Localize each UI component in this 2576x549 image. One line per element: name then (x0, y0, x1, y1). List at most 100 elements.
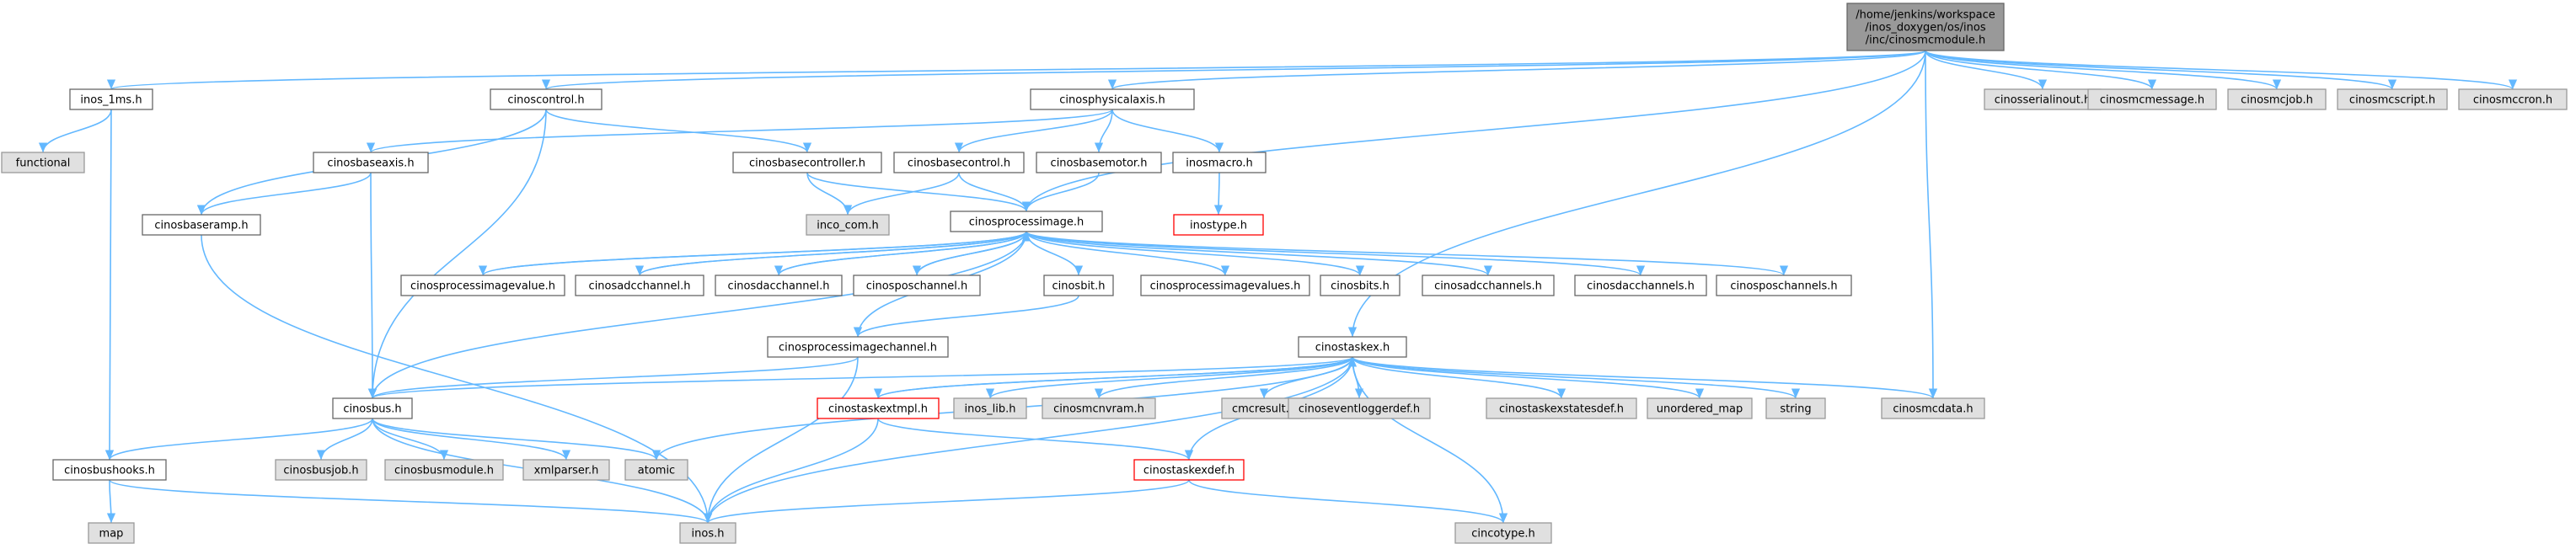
edge-cinosbushooks-to-map (106, 479, 116, 524)
node-cinosbasemotor[interactable]: cinosbasemotor.h (1036, 152, 1162, 173)
node-cinosposchannels[interactable]: cinosposchannels.h (1716, 274, 1852, 296)
node-cincotype[interactable]: cincotype.h (1454, 522, 1552, 544)
edge-cinosbasecontrol-to-cinosprocessimage (958, 172, 1031, 212)
edge-root-to-cinosmccron (1925, 50, 2517, 90)
node-box (1422, 274, 1555, 296)
node-string[interactable]: string (1765, 397, 1826, 419)
edge-inosmacro-to-inostype (1213, 172, 1224, 216)
node-cinosbit[interactable]: cinosbit.h (1043, 274, 1114, 296)
node-inostype[interactable]: inostype.h (1173, 214, 1264, 236)
node-label: cinosbaseaxis.h (327, 157, 414, 170)
node-label: inos_lib.h (965, 403, 1016, 416)
node-cinosbus[interactable]: cinosbus.h (332, 397, 413, 419)
node-cinosmcdata[interactable]: cinosmcdata.h (1881, 397, 1985, 419)
node-inosmacro[interactable]: inosmacro.h (1172, 152, 1267, 173)
node-cinostaskexstatesdef[interactable]: cinostaskexstatesdef.h (1486, 397, 1637, 419)
node-label: functional (16, 157, 71, 170)
node-cinostaskex[interactable]: cinostaskex.h (1298, 336, 1407, 358)
node-cinoscontrol[interactable]: cinoscontrol.h (490, 88, 602, 110)
node-cinosbasecontroller[interactable]: cinosbasecontroller.h (732, 152, 882, 173)
node-label: /inc/cinosmcmodule.h (1866, 35, 1985, 47)
node-box (2087, 88, 2217, 110)
node-box (1133, 459, 1245, 481)
node-inos-lib[interactable]: inos_lib.h (953, 397, 1027, 419)
node-functional[interactable]: functional (1, 152, 85, 173)
edge-cinoscontrol-to-cinosbasecontroller (545, 109, 811, 153)
edge-cinostaskextmpl-to-cinostaskexdef (877, 418, 1193, 461)
edge-cinostaskexdef-to-inos (704, 479, 1190, 524)
edge-cinosphysicalaxis-to-inosmacro (1111, 109, 1224, 153)
edge-cinosdacchannel-to-cinosprocessimage (778, 231, 1031, 276)
node-cinosbaseramp[interactable]: cinosbaseramp.h (142, 214, 261, 236)
node-label: cinosserialinout.h (1995, 94, 2091, 107)
node-box (522, 459, 610, 481)
node-box (142, 214, 261, 236)
node-box (817, 397, 940, 419)
edge-cinostaskextmpl-to-inos (703, 418, 879, 524)
node-cinosbushooks[interactable]: cinosbushooks.h (52, 459, 167, 481)
node-box (490, 88, 602, 110)
node-box (1030, 88, 1195, 110)
node-cinosbaseaxis[interactable]: cinosbaseaxis.h (313, 152, 429, 173)
node-box (2337, 88, 2448, 110)
node-inco-com[interactable]: inco_com.h (806, 214, 890, 236)
edge-cinostaskex-to-inos_lib (986, 356, 1353, 399)
node-cinosprocessimagevalues[interactable]: cinosprocessimagevalues.h (1140, 274, 1310, 296)
edge-cinostaskex-to-cincotype (1352, 356, 1508, 524)
node-cinosserialinout[interactable]: cinosserialinout.h (1984, 88, 2102, 110)
edge-root-to-cinosmcjob (1925, 50, 2281, 90)
node-label: cinosbasemotor.h (1051, 157, 1148, 170)
node-label: cinosadcchannels.h (1434, 280, 1542, 293)
node-cinosdacchannels[interactable]: cinosdacchannels.h (1574, 274, 1707, 296)
node-atomic[interactable]: atomic (624, 459, 688, 481)
node-label: inos.h (692, 528, 725, 541)
node-cinosbusjob[interactable]: cinosbusjob.h (275, 459, 367, 481)
node-label: map (99, 528, 124, 541)
edge-cinostaskexdef-to-cincotype (1188, 479, 1508, 524)
node-inos-1ms[interactable]: inos_1ms.h (69, 88, 153, 110)
node-label: inos_1ms.h (80, 94, 142, 107)
node-cinosadcchannels[interactable]: cinosadcchannels.h (1422, 274, 1555, 296)
node-cinosphysicalaxis[interactable]: cinosphysicalaxis.h (1030, 88, 1195, 110)
node-cinosmcjob[interactable]: cinosmcjob.h (2227, 88, 2327, 110)
node-box (1574, 274, 1707, 296)
edge-cinostaskex-to-cinosmcdata (1352, 356, 1937, 399)
node-label: cinosposchannel.h (866, 280, 968, 293)
node-cinosmcnvram[interactable]: cinosmcnvram.h (1042, 397, 1156, 419)
node-label: /inos_doxygen/os/inos (1865, 22, 1985, 35)
edge-cinosphysicalaxis-to-cinosbasecontrol (954, 109, 1113, 153)
node-xmlparser[interactable]: xmlparser.h (522, 459, 610, 481)
edge-cinosadcchannel-to-cinosprocessimage (639, 231, 1031, 276)
node-label: inosmacro.h (1186, 157, 1253, 170)
node-cinosposchannel[interactable]: cinosposchannel.h (853, 274, 981, 296)
node-cinosprocessimage[interactable]: cinosprocessimage.h (950, 211, 1103, 232)
node-cinostaskextmpl[interactable]: cinostaskextmpl.h (817, 397, 940, 419)
node-cinosmcscript[interactable]: cinosmcscript.h (2337, 88, 2448, 110)
node-label: atomic (638, 465, 675, 477)
node-cinosprocessimagechannel[interactable]: cinosprocessimagechannel.h (767, 336, 949, 358)
edge-cinosbus-to-cinosbusjob (316, 418, 373, 461)
node-cinosbits[interactable]: cinosbits.h (1320, 274, 1400, 296)
edge-cinosphysicalaxis-to-cinosbasemotor (1094, 109, 1113, 153)
node-box (1140, 274, 1310, 296)
node-cinoseventloggerdef[interactable]: cinoseventloggerdef.h (1288, 397, 1431, 419)
node-box (732, 152, 882, 173)
node-cinosmccron[interactable]: cinosmccron.h (2458, 88, 2568, 110)
node-map[interactable]: map (88, 522, 135, 544)
node-cinosprocessimagevalue[interactable]: cinosprocessimagevalue.h (400, 274, 565, 296)
node-box (1036, 152, 1162, 173)
node-root[interactable]: /home/jenkins/workspace/inos_doxygen/os/… (1846, 3, 2005, 51)
node-cinostaskexdef[interactable]: cinostaskexdef.h (1133, 459, 1245, 481)
node-cinosadcchannel[interactable]: cinosadcchannel.h (575, 274, 704, 296)
node-label: cinosadcchannel.h (589, 280, 691, 293)
node-inos[interactable]: inos.h (679, 522, 736, 544)
node-box (767, 336, 949, 358)
node-box (1454, 522, 1552, 544)
node-cinosbasecontrol[interactable]: cinosbasecontrol.h (893, 152, 1025, 173)
node-box (624, 459, 688, 481)
node-cinosbusmodule[interactable]: cinosbusmodule.h (384, 459, 504, 481)
node-unordered-map[interactable]: unordered_map (1647, 397, 1753, 419)
node-cinosmcmessage[interactable]: cinosmcmessage.h (2087, 88, 2217, 110)
node-cinosdacchannel[interactable]: cinosdacchannel.h (715, 274, 843, 296)
node-box (1486, 397, 1637, 419)
